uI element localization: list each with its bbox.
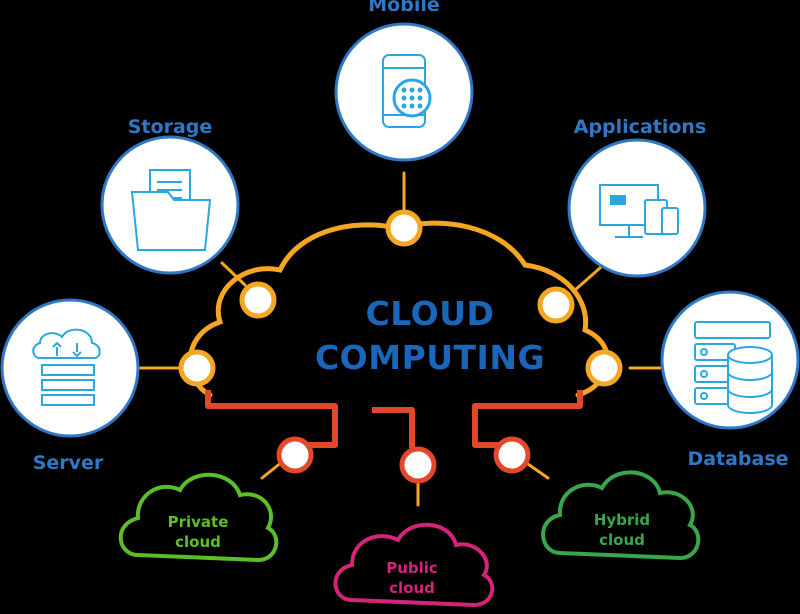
node-public [399, 446, 437, 484]
hybrid-cloud-line2: cloud [599, 531, 645, 549]
public-cloud-label: Public cloud [352, 558, 472, 598]
hybrid-cloud-shape [541, 470, 701, 561]
deployment-connectors [205, 390, 583, 448]
deployment-nodes [276, 436, 531, 484]
database-label: Database [687, 448, 789, 470]
title-line2: COMPUTING [314, 338, 546, 377]
node-server [178, 349, 216, 387]
node-database [585, 349, 623, 387]
mobile-label: Mobile [368, 0, 440, 16]
mobile-icon [382, 54, 432, 128]
node-private [276, 436, 314, 474]
private-cloud-line1: Private [167, 513, 229, 531]
public-cloud-shape [333, 522, 495, 608]
applications-label: Applications [573, 116, 707, 138]
node-hybrid [493, 436, 531, 474]
junction-nodes [178, 209, 623, 387]
public-cloud-line1: Public [386, 559, 438, 577]
node-applications [537, 286, 575, 324]
node-storage [239, 281, 277, 319]
server-icon [32, 328, 101, 406]
spoke-lines [138, 171, 662, 370]
hybrid-cloud-line1: Hybrid [593, 511, 651, 529]
devices-icon [599, 184, 679, 238]
folder-icon [130, 169, 212, 251]
hybrid-cloud-label: Hybrid cloud [562, 510, 682, 550]
title-line1: CLOUD [365, 294, 495, 333]
public-cloud-line2: cloud [389, 579, 435, 597]
database-icon [694, 321, 773, 414]
private-cloud-line2: cloud [175, 533, 221, 551]
storage-label: Storage [127, 116, 213, 138]
private-cloud-shape [118, 472, 279, 563]
server-label: Server [32, 452, 104, 474]
private-cloud-label: Private cloud [138, 512, 258, 552]
node-mobile [385, 209, 423, 247]
